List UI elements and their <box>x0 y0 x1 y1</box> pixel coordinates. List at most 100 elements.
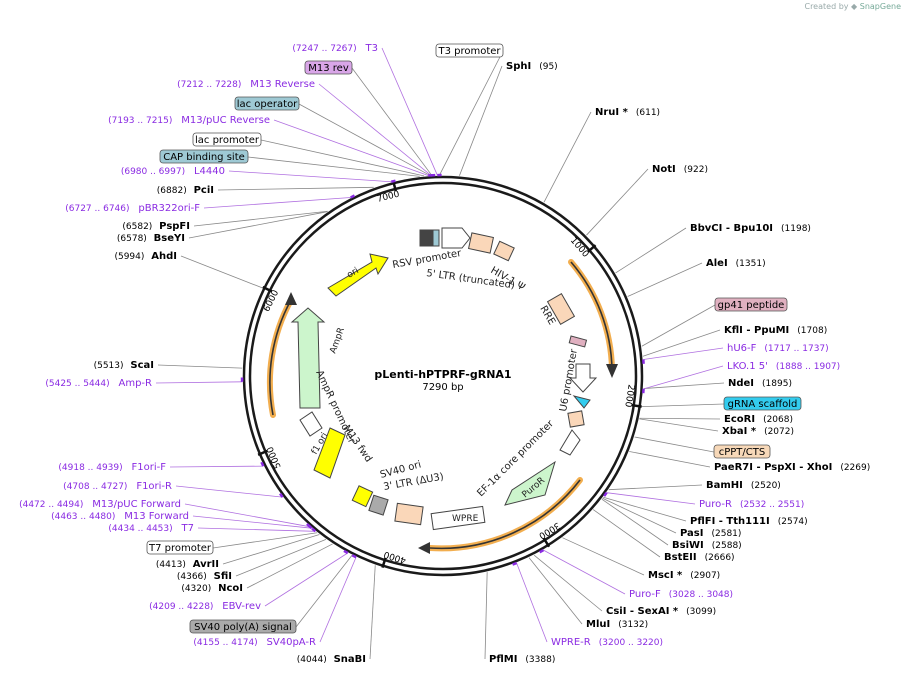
feature-box: cPPT/CTS <box>713 444 771 459</box>
tick-label: 7000 <box>376 189 401 204</box>
tick-mark <box>542 537 551 548</box>
enzyme-label: (6882) PciI <box>157 185 214 196</box>
leader-line <box>155 381 243 384</box>
backbone-outer <box>242 175 644 577</box>
enzyme-label: PaeR7I - PspXI - XhoI(2269) <box>714 462 870 473</box>
leader-line <box>180 255 263 289</box>
orange-arc-lines <box>269 261 613 550</box>
enzyme-label: XbaI *(2072) <box>722 426 794 437</box>
primer-label: (4463 .. 4480) M13 Forward <box>51 511 189 522</box>
tick-mark <box>392 180 397 192</box>
leader-line <box>175 485 283 498</box>
primer-label: (7193 .. 7215) M13/pUC Reverse <box>108 115 270 126</box>
enzyme-label: BamHI(2520) <box>706 480 781 491</box>
primer-mark <box>260 461 265 467</box>
leader-line <box>639 418 719 432</box>
feature-3ltr <box>394 502 424 526</box>
leader-line <box>641 304 716 347</box>
feature-psi <box>493 240 515 262</box>
tick-mark <box>381 557 387 569</box>
feature-box: gp41 peptide <box>714 297 788 312</box>
svg-text:T7 promoter: T7 promoter <box>148 543 212 554</box>
primer-label: (7247 .. 7267) T3 <box>292 43 378 54</box>
primer-mark <box>390 179 396 183</box>
svg-text:CAP binding site: CAP binding site <box>163 152 245 163</box>
leader-line <box>246 543 333 589</box>
primer-label: Puro-R(2532 .. 2551) <box>699 499 804 510</box>
leader-line <box>295 554 353 628</box>
leader-line <box>212 532 318 549</box>
leader-line <box>543 549 626 595</box>
enzyme-label: (5994) AhdI <box>114 251 177 262</box>
feature-box: T7 promoter <box>146 540 214 555</box>
leader-line <box>188 211 328 239</box>
feature-box: T3 promoter <box>435 43 504 58</box>
snapgene-logo-icon: ◆ <box>851 2 858 11</box>
leader-line <box>351 67 433 176</box>
primer-mark <box>343 549 349 555</box>
svg-text:gp41 peptide: gp41 peptide <box>718 300 785 311</box>
feature-f1-ori <box>313 427 346 479</box>
tick-mark <box>631 403 642 408</box>
leader-line <box>197 527 316 532</box>
enzyme-label: (6578) BseYI <box>117 233 185 244</box>
enzyme-label: (6582) PspFI <box>122 221 190 232</box>
tick-label: 4000 <box>382 548 407 565</box>
leader-line <box>157 364 243 369</box>
leader-line <box>641 403 725 408</box>
leader-line <box>643 382 725 389</box>
feature-box: lac promoter <box>192 132 262 147</box>
leader-line <box>586 168 649 236</box>
leader-line <box>439 50 504 176</box>
leader-line <box>639 417 721 420</box>
leader-line <box>606 492 696 505</box>
enzyme-label: PflFI - Tth111I(2574) <box>690 516 808 527</box>
primer-label: LKO.1 5'(1888 .. 1907) <box>727 361 840 372</box>
arc-3-arrowhead <box>285 292 297 305</box>
leader-line <box>592 509 661 558</box>
svg-text:M13 rev: M13 rev <box>308 63 349 74</box>
leader-line <box>603 496 687 522</box>
enzyme-label: BbvCI - Bpu10I(1198) <box>690 223 811 234</box>
enzyme-label: AleI(1351) <box>706 258 766 269</box>
feature-box: lac operator <box>234 96 300 111</box>
enzyme-label: SphI(95) <box>506 61 558 72</box>
leader-line <box>260 139 425 177</box>
leader-line <box>608 484 703 491</box>
feature-lac-block <box>419 229 433 247</box>
enzyme-label: CsiI - SexAI *(3099) <box>606 606 716 617</box>
leader-line <box>533 554 603 612</box>
leader-line <box>203 197 351 209</box>
leader-line <box>643 347 724 360</box>
primer-mark <box>512 561 518 566</box>
enzyme-label: MscI *(2907) <box>648 570 720 581</box>
outer-labels: SphI(95)NruI *(611)NotI(922)BbvCI - Bpu1… <box>19 43 870 665</box>
svg-text:lac operator: lac operator <box>237 99 298 110</box>
svg-text:SV40 poly(A) signal: SV40 poly(A) signal <box>194 622 292 633</box>
leader-line <box>369 565 376 660</box>
primer-label: (7212 .. 7228) M13 Reverse <box>177 79 315 90</box>
enzyme-label: PflMI(3388) <box>489 654 555 665</box>
leader-line <box>193 210 328 227</box>
leader-line <box>629 451 711 468</box>
tick-mark <box>262 285 273 293</box>
primer-mark <box>603 491 608 497</box>
feature-gRNA-scaffold <box>572 395 591 409</box>
primer-label: (4209 .. 4228) EBV-rev <box>149 601 261 612</box>
leader-line <box>484 572 488 660</box>
tick-mark <box>257 449 268 456</box>
primer-label: (4708 .. 4727) F1ori-R <box>63 481 172 492</box>
feature-cppt <box>567 410 585 428</box>
leader-line <box>615 227 687 274</box>
leader-line <box>528 557 583 625</box>
leader-line <box>247 156 420 177</box>
leader-line <box>381 47 438 176</box>
tick-label: 5000 <box>265 445 283 470</box>
enzyme-label: (4366) SfiI <box>177 571 232 582</box>
backbone-inner <box>248 181 638 571</box>
enzyme-label: (4044) SnaBI <box>297 654 366 665</box>
feature-rsv-promoter <box>441 227 471 249</box>
leader-line <box>601 498 669 546</box>
arc-3 <box>266 297 294 418</box>
feature-sv40-ori <box>351 485 374 508</box>
